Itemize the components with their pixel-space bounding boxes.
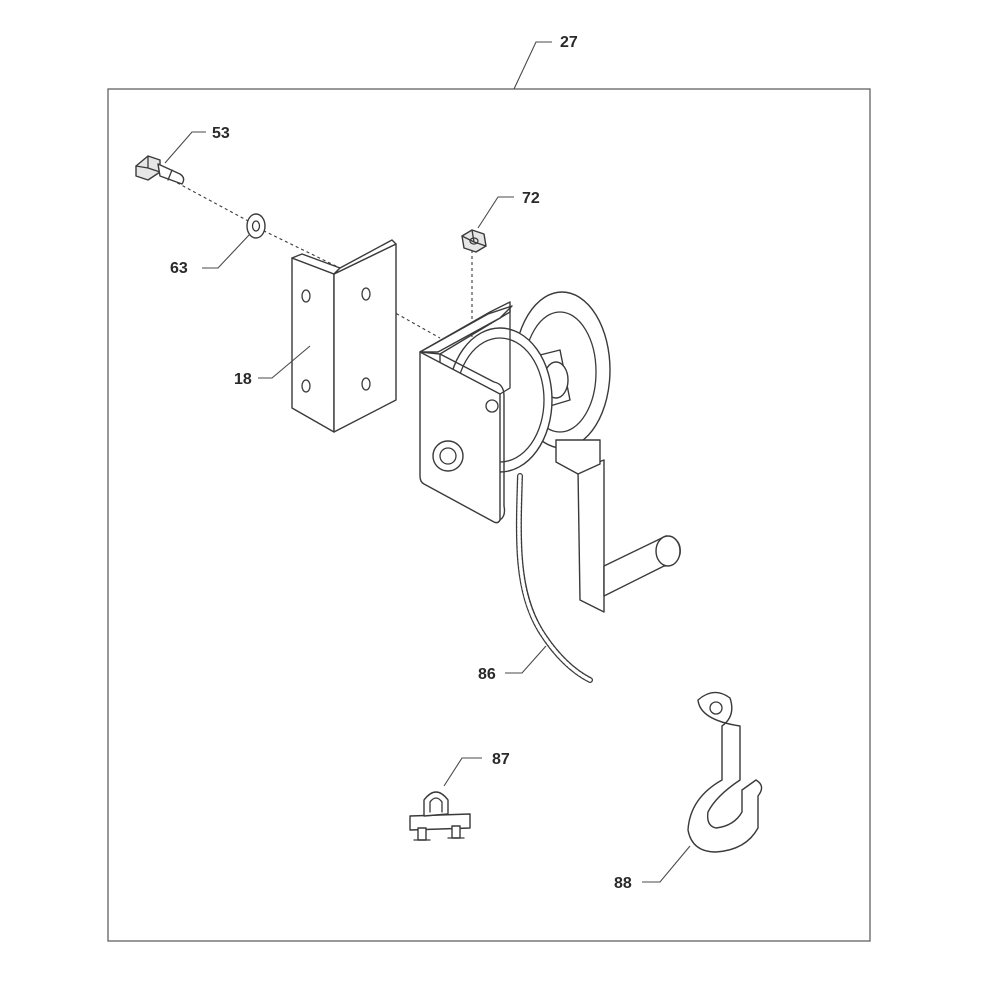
callout-27[interactable]: 27 (513, 34, 578, 90)
bolt-part-53[interactable] (135, 155, 185, 185)
callout-label-87: 87 (492, 751, 510, 768)
cable-clamp-part-87[interactable] (409, 791, 471, 841)
callout-label-18: 18 (234, 371, 252, 388)
callout-label-27: 27 (560, 34, 578, 51)
callout-72[interactable]: 72 (477, 190, 540, 229)
callout-label-86: 86 (478, 666, 496, 683)
callout-label-72: 72 (522, 190, 540, 207)
callout-53[interactable]: 53 (164, 125, 230, 164)
callout-86[interactable]: 86 (478, 645, 547, 683)
winch-assembly[interactable] (419, 291, 681, 613)
cable-part-86[interactable] (515, 473, 593, 683)
callout-label-88: 88 (614, 875, 632, 892)
nut-part-72[interactable] (461, 229, 487, 253)
washer-part-63[interactable] (246, 213, 266, 239)
hook-part-88[interactable] (687, 691, 763, 853)
angle-bracket-part-18[interactable] (291, 239, 397, 433)
callout-label-63: 63 (170, 260, 188, 277)
callout-18[interactable]: 18 (234, 345, 311, 388)
callout-87[interactable]: 87 (443, 751, 510, 787)
callout-label-53: 53 (212, 125, 230, 142)
assembly-frame (107, 88, 871, 942)
callout-88[interactable]: 88 (614, 845, 691, 892)
callout-63[interactable]: 63 (170, 233, 251, 277)
